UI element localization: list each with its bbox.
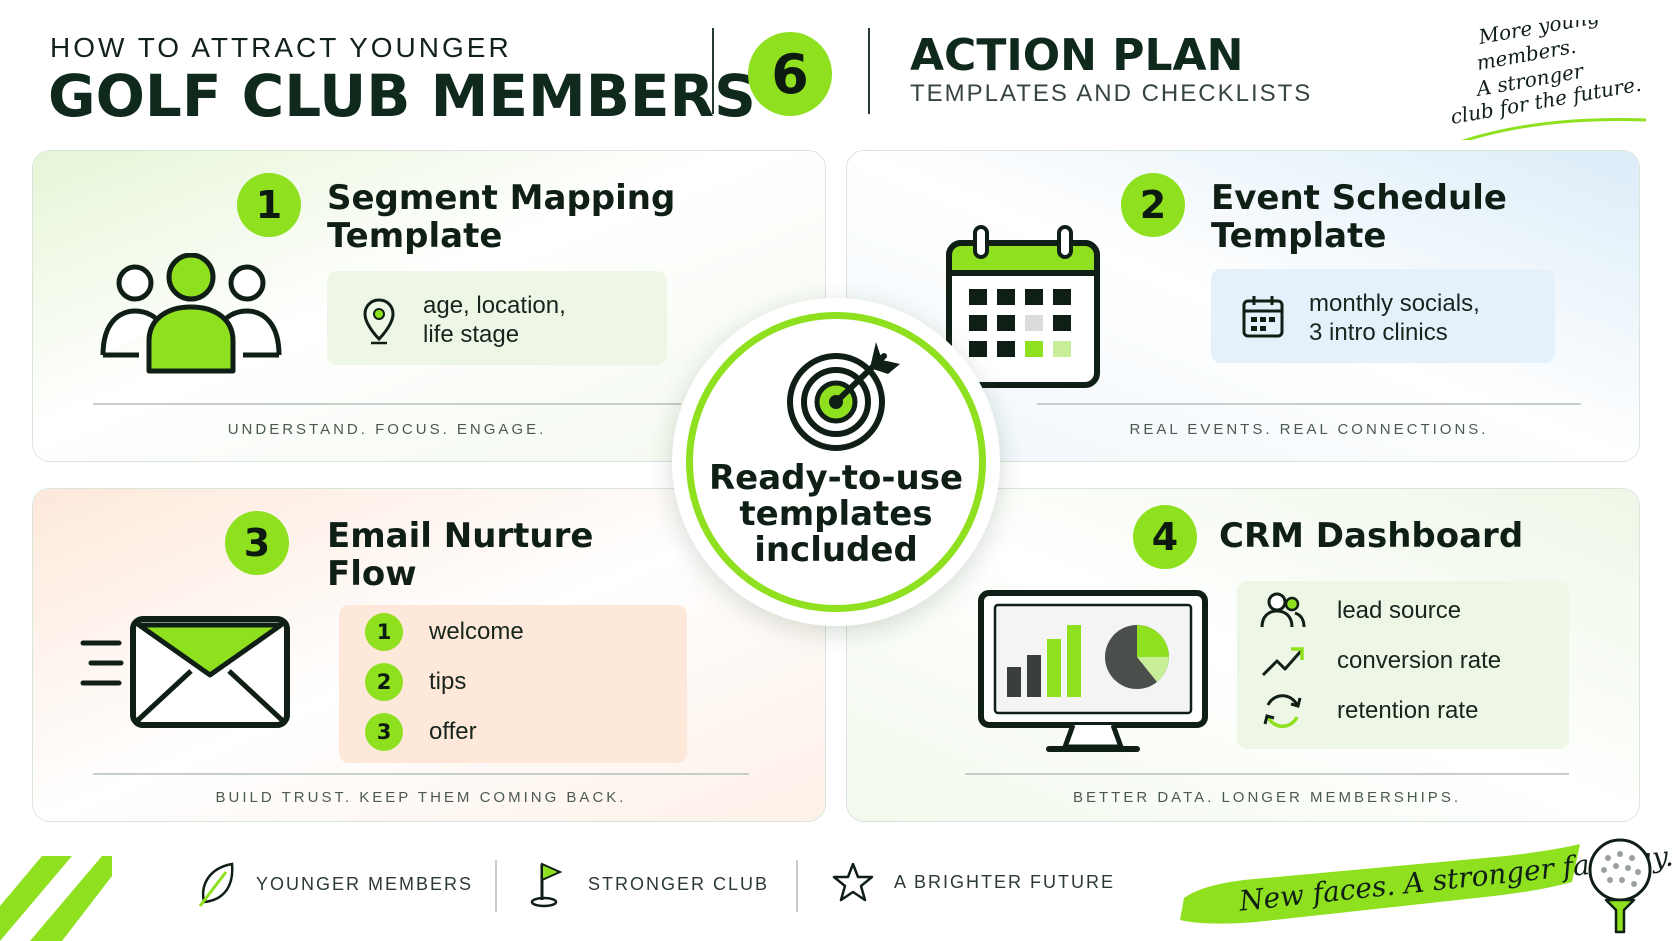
leaf-icon	[198, 862, 234, 907]
info-line: 3 intro clinics	[1309, 319, 1448, 346]
footer-item-stronger-club: STRONGER CLUB	[530, 860, 769, 908]
card-title-line: Event Schedule	[1211, 178, 1507, 218]
card-crm-dashboard: 4 CRM Dashboard lead source conversion r…	[846, 488, 1640, 822]
card-divider	[93, 403, 681, 405]
card-divider	[1037, 403, 1581, 405]
step-number: 3	[365, 713, 403, 751]
card-title: Email Nurture Flow	[327, 517, 593, 593]
list-item: lead source	[1259, 589, 1461, 633]
card-number-badge: 2	[1121, 173, 1185, 237]
step-label: tips	[429, 668, 467, 695]
monitor-dashboard-icon	[978, 590, 1208, 752]
center-line: included	[754, 530, 918, 570]
list-item: 1 welcome	[365, 613, 524, 651]
metric-label: conversion rate	[1337, 647, 1502, 674]
footer-item-younger-members: YOUNGER MEMBERS	[196, 860, 473, 908]
card-title: CRM Dashboard	[1219, 516, 1524, 556]
footer-item-brighter-future: A BRIGHTER FUTURE	[832, 860, 1115, 904]
card-segment-mapping: 1 Segment Mapping Template age, location…	[32, 150, 826, 462]
target-icon	[787, 342, 900, 451]
info-line: monthly socials,	[1309, 290, 1480, 317]
step-label: offer	[429, 718, 477, 745]
center-line: Ready-to-use	[708, 458, 964, 498]
card-tagline: UNDERSTAND. FOCUS. ENGAGE.	[227, 421, 547, 438]
card-title-line: Flow	[327, 554, 417, 594]
header-kicker: HOW TO ATTRACT YOUNGER	[50, 32, 512, 63]
info-text: age, location, life stage	[423, 291, 566, 349]
card-tagline: BETTER DATA. LONGER MEMBERSHIPS.	[1073, 789, 1461, 806]
card-title-line: Segment Mapping	[327, 178, 676, 218]
card-number-badge: 3	[225, 511, 289, 575]
section-number-badge: 6	[748, 32, 832, 116]
card-title: Event Schedule Template	[1211, 179, 1507, 255]
refresh-icon	[1263, 694, 1302, 728]
step-number: 2	[365, 663, 403, 701]
list-item: retention rate	[1259, 689, 1478, 733]
card-title-line: Template	[1211, 216, 1387, 256]
card-number-badge: 1	[237, 173, 301, 237]
info-line: life stage	[423, 321, 520, 348]
users-icon	[1260, 592, 1306, 628]
info-text: monthly socials, 3 intro clinics	[1309, 289, 1480, 347]
center-badge: Ready-to-use templates included	[672, 298, 1000, 626]
card-divider	[965, 773, 1569, 775]
list-item: 3 offer	[365, 713, 477, 751]
footer-label: STRONGER CLUB	[588, 873, 770, 894]
location-pin-icon	[363, 298, 395, 345]
card-divider	[93, 773, 749, 775]
card-title-line: Template	[327, 216, 503, 256]
step-number: 1	[365, 613, 403, 651]
calendar-small-icon	[1242, 296, 1284, 338]
swoosh-underline	[1461, 117, 1647, 140]
script-tagline: More young members. A stronger club for …	[1450, 20, 1647, 140]
section-title: ACTION PLAN	[910, 30, 1244, 81]
header-divider	[712, 28, 714, 114]
flag-icon	[530, 862, 563, 908]
card-number-badge: 4	[1133, 505, 1197, 569]
corner-stripes	[0, 856, 112, 941]
section-subtitle: TEMPLATES AND CHECKLISTS	[910, 80, 1313, 107]
card-tagline: REAL EVENTS. REAL CONNECTIONS.	[1129, 421, 1489, 438]
footer-label: A BRIGHTER FUTURE	[894, 871, 1116, 892]
header-divider	[868, 28, 870, 114]
card-title: Segment Mapping Template	[327, 179, 675, 255]
footer-divider	[495, 860, 497, 912]
list-item: conversion rate	[1259, 639, 1501, 683]
info-box	[1211, 269, 1555, 363]
card-event-schedule: 2 Event Schedule Template monthly social…	[846, 150, 1640, 462]
card-email-nurture: 3 Email Nurture Flow 1 welcome 2 tips 3 …	[32, 488, 826, 822]
star-icon	[832, 862, 874, 902]
golf-ball-icon	[1588, 838, 1652, 934]
footer-label: YOUNGER MEMBERS	[256, 873, 474, 894]
footer-divider	[796, 860, 798, 912]
people-group-icon	[100, 253, 282, 374]
info-box	[327, 271, 667, 365]
metric-label: lead source	[1337, 597, 1462, 624]
card-tagline: BUILD TRUST. KEEP THEM COMING BACK.	[215, 789, 627, 806]
page-title: GOLF CLUB MEMBERS	[48, 62, 756, 130]
trend-up-icon	[1261, 647, 1304, 677]
calendar-icon	[946, 225, 1100, 388]
info-line: age, location,	[423, 292, 566, 319]
center-line: templates	[739, 494, 933, 534]
card-title-line: Email Nurture	[327, 516, 594, 556]
envelope-icon	[80, 616, 290, 728]
metric-label: retention rate	[1337, 697, 1479, 724]
list-item: 2 tips	[365, 663, 466, 701]
center-text: Ready-to-use templates included	[672, 460, 1000, 568]
step-label: welcome	[429, 618, 524, 645]
slogan-brush-stroke	[1180, 844, 1580, 924]
